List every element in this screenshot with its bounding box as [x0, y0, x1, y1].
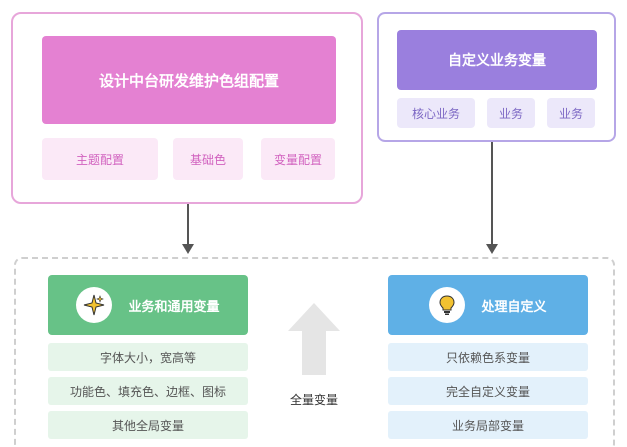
connector-left-arrow: [182, 244, 194, 254]
design-platform-panel: 设计中台研发维护色组配置 主题配置 基础色 变量配置: [11, 12, 363, 204]
chip-business-1: 业务: [487, 98, 535, 128]
list-item: 只依赖色系变量: [388, 343, 588, 371]
full-variables-label: 全量变量: [289, 393, 338, 407]
connector-right-arrow: [486, 244, 498, 254]
list-item: 业务局部变量: [388, 411, 588, 439]
lightbulb-icon: [429, 287, 466, 323]
custom-business-title: 自定义业务变量: [397, 30, 597, 90]
custom-processing-title: 处理自定义: [481, 299, 547, 315]
design-platform-title: 设计中台研发维护色组配置: [42, 36, 336, 124]
custom-processing-header: 处理自定义: [388, 275, 588, 335]
list-item: 完全自定义变量: [388, 377, 588, 405]
business-general-title: 业务和通用变量: [128, 299, 220, 315]
variables-panel: 业务和通用变量 字体大小，宽高等 功能色、填充色、边框、图标 其他全局变量 全量…: [14, 257, 615, 447]
business-general-header: 业务和通用变量: [48, 275, 248, 335]
connector-right-line: [491, 142, 493, 244]
sparkle-icon: [76, 287, 113, 323]
chip-core-business: 核心业务: [397, 98, 475, 128]
up-arrow-icon: [288, 303, 340, 375]
chip-theme-config: 主题配置: [42, 138, 158, 180]
chip-base-color: 基础色: [173, 138, 243, 180]
list-item: 功能色、填充色、边框、图标: [48, 377, 248, 405]
connector-left-line: [187, 204, 189, 244]
chip-business-2: 业务: [547, 98, 595, 128]
list-item: 其他全局变量: [48, 411, 248, 439]
chip-variable-config: 变量配置: [261, 138, 335, 180]
list-item: 字体大小，宽高等: [48, 343, 248, 371]
custom-business-panel: 自定义业务变量 核心业务 业务 业务: [377, 12, 616, 142]
